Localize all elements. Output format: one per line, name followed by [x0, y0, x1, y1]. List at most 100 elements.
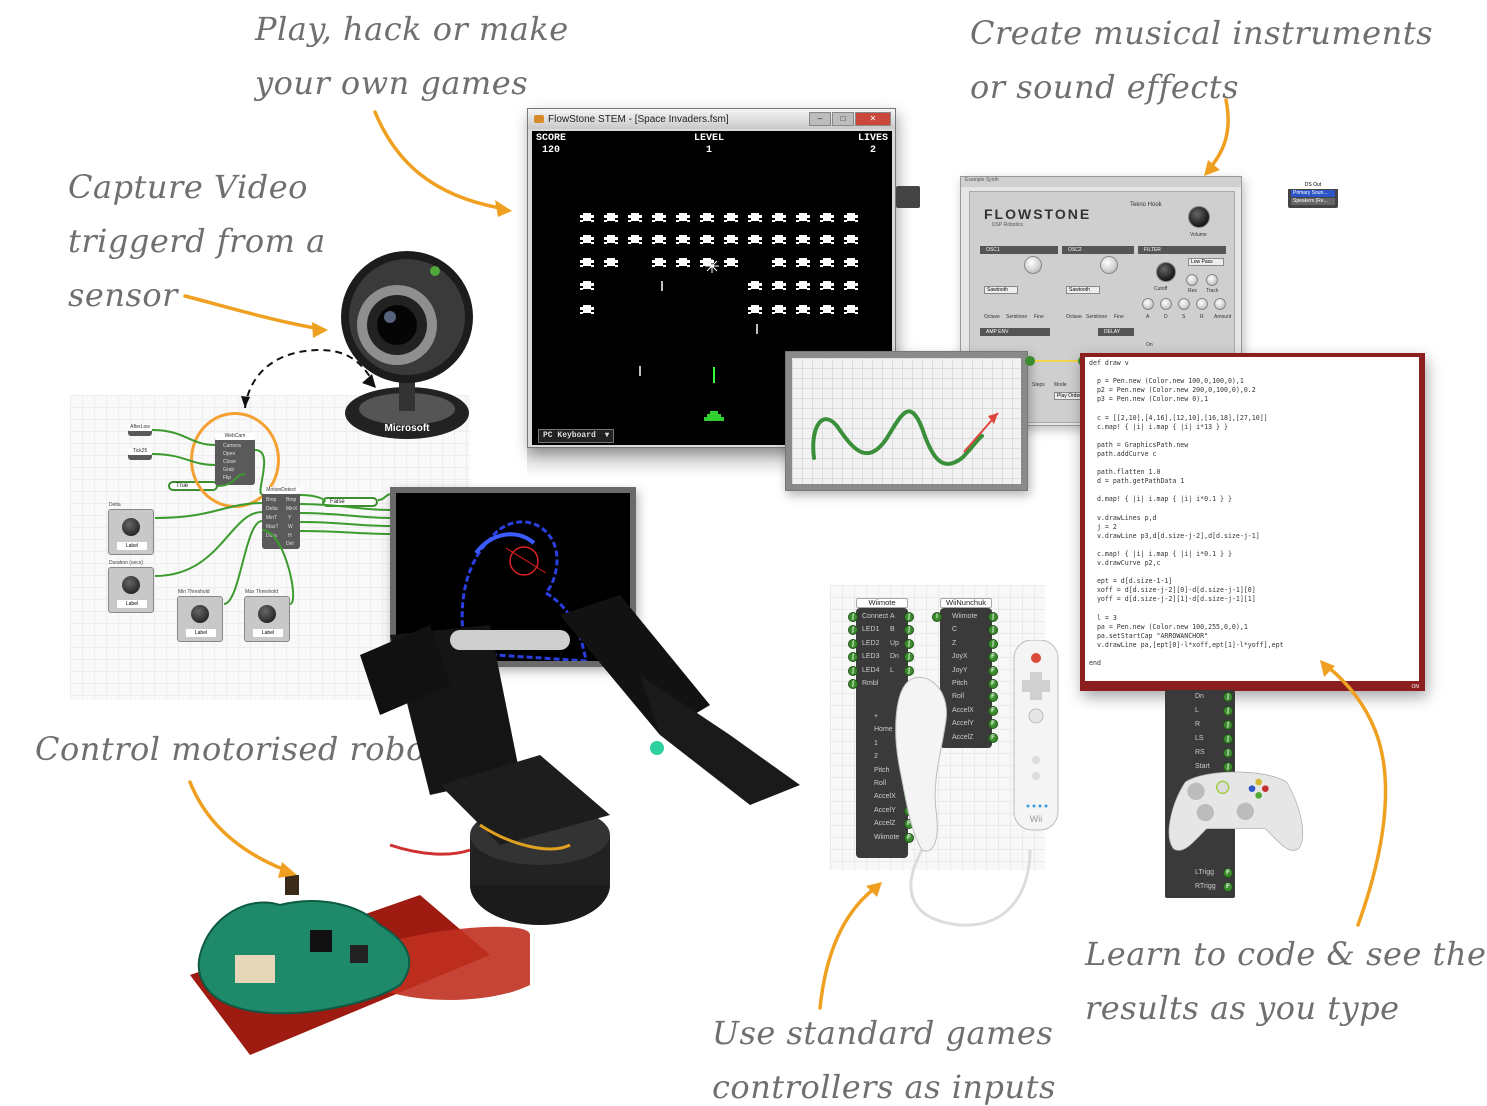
code-line[interactable]: pa = Pen.new (Color.new 100,255,0,0),1	[1089, 622, 1248, 631]
connector-pin[interactable]: F	[988, 652, 998, 663]
code-line[interactable]: p2 = Pen.new (Color.new 200,0,100,0),0.2	[1089, 386, 1256, 395]
code-line[interactable]: v.drawLines p,d	[1089, 513, 1157, 522]
connector-pin[interactable]: ʃ	[904, 612, 914, 622]
code-line[interactable]: c = [[2,10],[4,16],[12,10],[16,18],[27,1…	[1089, 413, 1268, 422]
connector-pin[interactable]: ʃ	[1223, 762, 1233, 772]
connector-pin[interactable]: ʃ	[988, 612, 998, 622]
node-tick25[interactable]: Tick25	[128, 448, 152, 460]
connector-pin[interactable]: ʃ	[1223, 734, 1233, 744]
input-select[interactable]: PC Keyboard ▾	[538, 429, 614, 443]
code-line[interactable]: p = Pen.new (Color.new 100,0,100,0),1	[1089, 377, 1244, 386]
connector-pin[interactable]: F	[1223, 882, 1233, 892]
knob-duration[interactable]: Duration (secs) Label	[108, 560, 154, 613]
game-window-titlebar[interactable]: FlowStone STEM - [Space Invaders.fsm] – …	[528, 109, 895, 129]
code-line[interactable]: v.drawLine pa,[ept[0]-l*xoff,ept[1]-l*yo…	[1089, 640, 1284, 649]
code-line[interactable]: v.drawLine p3,d[d.size-j-2],d[d.size-j-1…	[1089, 531, 1260, 540]
connector-pin[interactable]: F	[988, 719, 998, 730]
connector-pin[interactable]: ʃ	[1223, 720, 1233, 730]
code-line[interactable]	[1089, 459, 1415, 468]
knob-max-threshold-dial[interactable]	[258, 605, 276, 623]
connector-pin[interactable]: ʃ	[1223, 692, 1233, 702]
code-line[interactable]: c.map! { |i| i.map { |i| i*13 } }	[1089, 422, 1228, 431]
code-line[interactable]	[1089, 650, 1415, 659]
connector-pin[interactable]: ʃ	[848, 638, 858, 649]
connector-pin[interactable]: ʃ	[848, 665, 858, 676]
code-line[interactable]: j = 2	[1089, 522, 1117, 531]
res-knob[interactable]	[1186, 274, 1198, 286]
connector-pin[interactable]: ʃ	[904, 638, 914, 649]
knob-duration-dial[interactable]	[122, 576, 140, 594]
code-line[interactable]: end	[1089, 659, 1101, 668]
connector-pin[interactable]: ʃ	[988, 625, 998, 636]
close-button[interactable]: ✕	[855, 112, 891, 126]
code-line[interactable]: v.drawCurve p2,c	[1089, 559, 1161, 568]
code-line[interactable]: def draw v	[1089, 359, 1129, 367]
code-line[interactable]: yoff = d[d.size-j-2][1]-d[d.size-j-1][1]	[1089, 595, 1256, 604]
connector-pin[interactable]: F	[988, 679, 998, 689]
osc2-volume-knob[interactable]	[1100, 256, 1118, 274]
connector-pin[interactable]: F	[988, 732, 998, 743]
code-line[interactable]: p3 = Pen.new (Color.new 0),1	[1089, 395, 1209, 404]
cutoff-knob[interactable]	[1156, 262, 1176, 282]
code-line[interactable]	[1089, 541, 1415, 550]
code-line[interactable]: path.addCurve c	[1089, 449, 1157, 458]
code-line[interactable]: path.flatten 1.0	[1089, 468, 1161, 477]
filter-type-select[interactable]: Low Pass	[1188, 258, 1224, 266]
connector-pin[interactable]: F	[988, 705, 998, 716]
adsr-r-knob[interactable]	[1196, 298, 1208, 310]
connector-pin[interactable]: ʃ	[988, 638, 998, 649]
adsr-a-knob[interactable]	[1142, 298, 1154, 310]
code-line[interactable]: pa.setStartCap "ARROWANCHOR"	[1089, 631, 1209, 640]
connector-pin[interactable]: ʃ	[904, 665, 914, 676]
ds-out-node[interactable]: DS Out Primary Soun... Speakers (Re...	[1288, 182, 1338, 208]
code-line[interactable]: c.map! { |i| i.map { |i| i*0.1 } }	[1089, 549, 1232, 558]
code-editor-text[interactable]: def draw v p = Pen.new (Color.new 100,0,…	[1085, 357, 1419, 681]
connector-pin[interactable]: F	[988, 665, 998, 676]
node-motion-detect[interactable]: MotionDetect Bmp Delta MinT MaxT Dura Bm…	[262, 487, 300, 549]
code-line[interactable]: path = GraphicsPath.new	[1089, 440, 1189, 449]
adsr-d-knob[interactable]	[1160, 298, 1172, 310]
false-pill[interactable]: False	[322, 497, 378, 507]
connector-pin[interactable]: ʃ	[1223, 706, 1233, 716]
knob-delta[interactable]: Delta Label	[108, 502, 154, 555]
connector-pin[interactable]: F	[988, 692, 998, 703]
adsr-s-knob[interactable]	[1178, 298, 1190, 310]
osc2-wave-select[interactable]: Sawtooth	[1066, 286, 1100, 294]
code-line[interactable]	[1089, 505, 1415, 514]
knob-min-threshold[interactable]: Min Threshold Label	[177, 589, 223, 642]
connector-pin[interactable]: I	[932, 612, 942, 622]
track-knob[interactable]	[1206, 274, 1218, 286]
code-line[interactable]: l = 3	[1089, 613, 1117, 622]
pin-label: Dn	[890, 653, 899, 661]
code-line[interactable]	[1089, 404, 1415, 413]
code-line[interactable]: d = path.getPathData 1	[1089, 477, 1185, 486]
connector-pin[interactable]: F	[1223, 868, 1233, 878]
osc1-wave-select[interactable]: Sawtooth	[984, 286, 1018, 294]
code-line[interactable]	[1089, 568, 1415, 577]
connector-pin[interactable]: ʃ	[848, 612, 858, 622]
minimize-button[interactable]: –	[809, 112, 831, 126]
node-after-low[interactable]: AfterLow	[128, 424, 152, 436]
connector-pin[interactable]: F	[904, 832, 914, 843]
code-line[interactable]	[1089, 432, 1415, 441]
connector-pin[interactable]: ʃ	[904, 652, 914, 663]
knob-min-threshold-dial[interactable]	[191, 605, 209, 623]
code-line[interactable]	[1089, 486, 1415, 495]
connector-pin[interactable]: ʃ	[848, 679, 858, 689]
knob-delta-dial[interactable]	[122, 518, 140, 536]
code-line[interactable]	[1089, 368, 1415, 377]
code-editor[interactable]: def draw v p = Pen.new (Color.new 100,0,…	[1080, 353, 1425, 691]
connector-pin[interactable]: ʃ	[848, 652, 858, 663]
maximize-button[interactable]: □	[832, 112, 854, 126]
osc1-volume-knob[interactable]	[1024, 256, 1042, 274]
code-line[interactable]: ept = d[d.size-1-1]	[1089, 577, 1173, 586]
connector-pin[interactable]: ʃ	[848, 625, 858, 636]
amount-knob[interactable]	[1214, 298, 1226, 310]
connector-pin[interactable]: ʃ	[904, 625, 914, 636]
code-line[interactable]	[1089, 605, 1415, 614]
volume-knob[interactable]	[1188, 206, 1210, 228]
code-line[interactable]: d.map! { |i| i.map { |i| i*0.1 } }	[1089, 495, 1232, 504]
code-line[interactable]: xoff = d[d.size-j-2][0]-d[d.size-j-1][0]	[1089, 586, 1256, 595]
connector-pin[interactable]: ʃ	[1223, 748, 1233, 758]
